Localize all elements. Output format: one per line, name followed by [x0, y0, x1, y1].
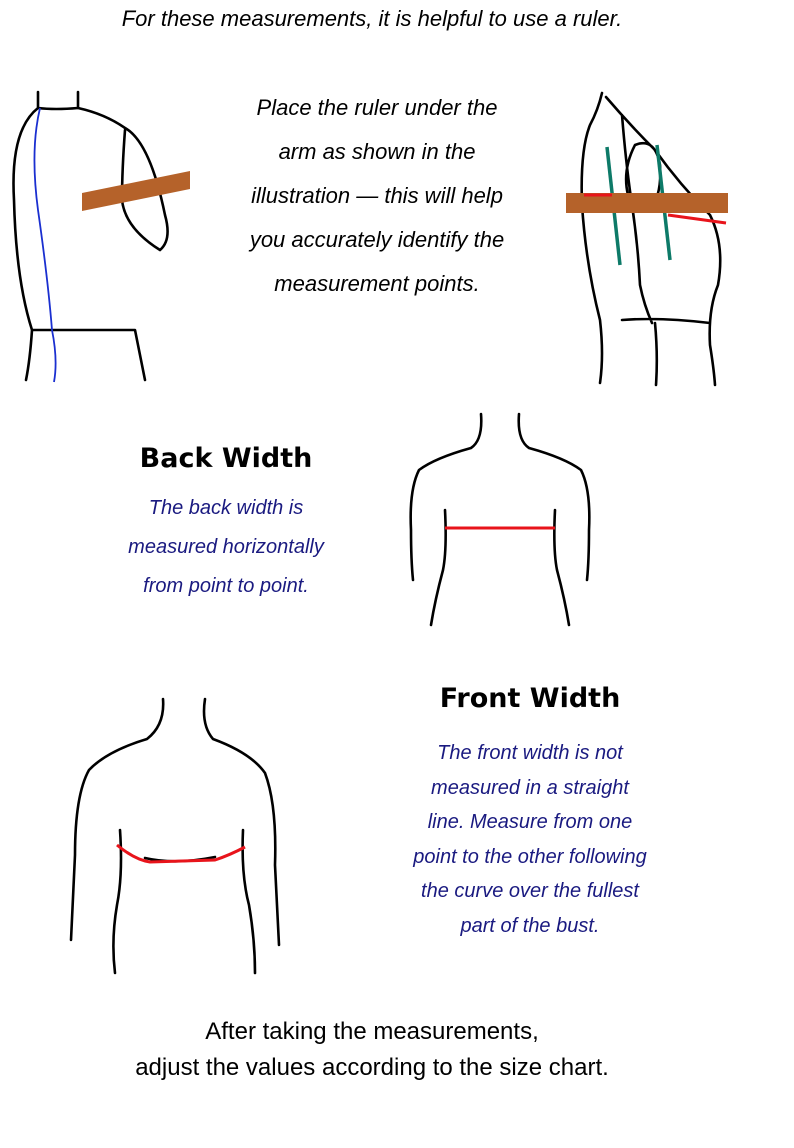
front-width-measure-line [116, 843, 246, 864]
back-width-line: measured horizontally [128, 536, 324, 558]
measure-line-underarm [584, 193, 727, 225]
back-width-title: Back Width [139, 443, 313, 474]
side-view-ruler-illustration [12, 90, 190, 383]
front-width-line: line. Measure from one [427, 811, 633, 833]
back-width-line: The back width is [148, 497, 304, 519]
closing-instruction: After taking the measurements, adjust th… [0, 1014, 744, 1086]
front-width-line: The front width is not [437, 742, 623, 764]
front-width-description: The front width is not measured in a str… [380, 736, 680, 943]
front-width-line: measured in a straight [431, 776, 629, 799]
side-view-outline [12, 90, 169, 382]
front-width-illustration [69, 697, 281, 975]
ruler-instruction-line: you accurately identify the [249, 227, 505, 252]
ruler-instruction-line: measurement points. [274, 271, 480, 296]
ruler-instruction-line: illustration — this will help [251, 183, 503, 208]
back-width-line: from point to point. [143, 575, 309, 597]
side-seam-line [33, 107, 57, 383]
ruler-instruction: Place the ruler under the arm as shown i… [212, 86, 542, 306]
front-torso-outline [69, 697, 281, 975]
back-width-description: The back width is measured horizontally … [86, 489, 366, 606]
armhole-ruler-illustration [566, 91, 728, 387]
ruler-instruction-line: arm as shown in the [278, 139, 476, 164]
ruler-instruction-line: Place the ruler under the [256, 95, 498, 120]
front-width-title: Front Width [439, 683, 621, 714]
back-width-illustration [409, 412, 591, 627]
front-width-line: point to the other following [413, 845, 647, 868]
back-torso-outline [409, 412, 591, 627]
intro-text: For these measurements, it is helpful to… [121, 6, 623, 31]
closing-line: After taking the measurements, [205, 1018, 539, 1045]
armhole-view-outline [580, 91, 722, 387]
ruler-shape [82, 171, 190, 211]
ruler-shape [566, 193, 728, 213]
front-width-line: the curve over the fullest [421, 880, 639, 902]
front-width-line: part of the bust. [460, 914, 600, 937]
closing-line: adjust the values according to the size … [135, 1054, 609, 1081]
